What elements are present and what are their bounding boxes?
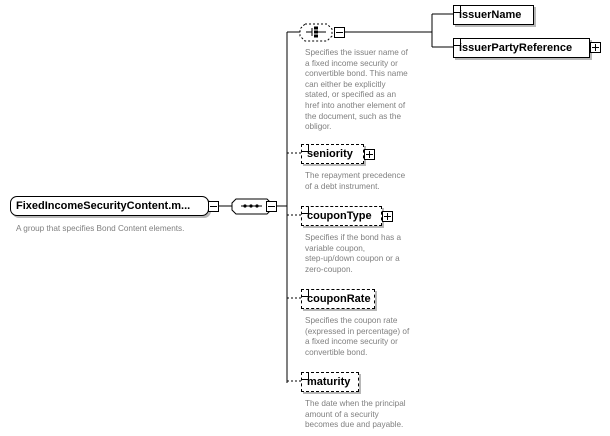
element-name: maturity xyxy=(307,376,351,388)
element-name: issuerPartyReference xyxy=(459,42,573,54)
collapse-root-icon[interactable] xyxy=(208,201,219,212)
element-corner-mark xyxy=(302,290,309,297)
coupon-rate-element[interactable]: couponRate xyxy=(301,289,375,309)
expand-seniority-icon[interactable] xyxy=(364,149,375,160)
choice-compositor xyxy=(299,23,333,42)
collapse-sequence-icon[interactable] xyxy=(266,201,277,212)
seniority-element[interactable]: seniority xyxy=(301,144,364,164)
issuer-name-element[interactable]: issuerName xyxy=(453,5,534,25)
root-group-doc: A group that specifies Bond Content elem… xyxy=(16,224,185,233)
element-corner-mark xyxy=(302,145,309,152)
element-corner-mark xyxy=(454,6,461,13)
issuer-party-reference-element[interactable]: issuerPartyReference xyxy=(453,38,590,58)
element-name: issuerName xyxy=(459,9,522,21)
expand-coupon-type-icon[interactable] xyxy=(382,211,393,222)
root-group-node[interactable]: FixedIncomeSecurityContent.m... xyxy=(10,196,209,216)
expand-issuer-party-reference-icon[interactable] xyxy=(590,42,601,53)
collapse-choice-icon[interactable] xyxy=(334,27,345,38)
element-corner-mark xyxy=(302,207,309,214)
element-corner-mark xyxy=(454,39,461,46)
element-corner-mark xyxy=(302,373,309,380)
sequence-compositor xyxy=(231,198,272,215)
element-name: couponType xyxy=(307,210,372,222)
coupon-rate-doc: Specifies the coupon rate(expressed in p… xyxy=(305,316,410,357)
root-group-name: FixedIncomeSecurityContent.m... xyxy=(16,200,191,212)
coupon-type-element[interactable]: couponType xyxy=(301,206,382,226)
element-name: seniority xyxy=(307,148,353,160)
element-name: couponRate xyxy=(307,293,371,305)
maturity-element[interactable]: maturity xyxy=(301,372,359,392)
